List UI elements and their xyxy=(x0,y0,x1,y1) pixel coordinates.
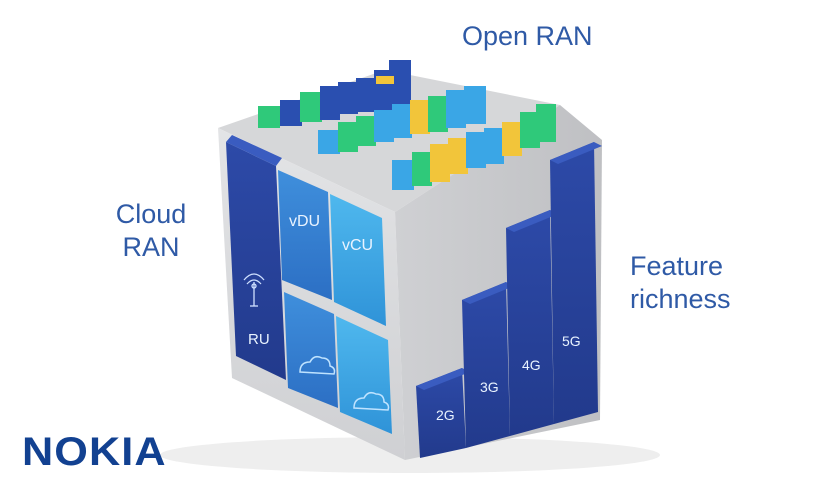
open-ran-block xyxy=(428,96,448,132)
feature-richness-line2: richness xyxy=(630,284,731,314)
open-ran-block xyxy=(338,82,358,114)
open-ran-blocks xyxy=(258,60,556,190)
open-ran-block xyxy=(502,122,522,156)
vcu-block xyxy=(330,194,386,326)
open-ran-block xyxy=(374,110,394,142)
feature-richness-label: Feature richness xyxy=(630,250,731,316)
open-ran-block xyxy=(356,116,376,146)
cloud-ran-label: Cloud RAN xyxy=(112,198,190,264)
cloud-ran-line2: RAN xyxy=(122,232,180,262)
cloud-icon xyxy=(353,391,390,411)
lower-cloud-block-1 xyxy=(284,292,338,408)
open-ran-block xyxy=(464,86,486,124)
open-ran-block xyxy=(484,128,504,164)
open-ran-block xyxy=(320,86,340,120)
open-ran-block xyxy=(520,112,540,148)
label-3g: 3G xyxy=(480,379,499,395)
open-ran-block xyxy=(392,160,414,190)
feature-richness-bars: 2G 3G 4G 5G xyxy=(416,142,602,458)
open-ran-block xyxy=(280,100,302,126)
open-ran-block xyxy=(412,152,432,186)
open-ran-block xyxy=(338,122,358,152)
vcu-label: vCU xyxy=(342,237,373,254)
open-ran-block xyxy=(446,90,466,128)
open-ran-block xyxy=(356,78,376,112)
ru-column xyxy=(226,142,286,380)
label-4g: 4G xyxy=(522,357,541,373)
vdu-label: vDU xyxy=(289,213,320,230)
label-5g: 5G xyxy=(562,333,581,349)
label-2g: 2G xyxy=(436,407,455,423)
open-ran-block xyxy=(466,132,486,168)
cloud-icon xyxy=(299,355,336,375)
feature-richness-line1: Feature xyxy=(630,251,724,281)
cloud-ran-line1: Cloud xyxy=(115,199,187,229)
open-ran-block xyxy=(318,130,340,154)
open-ran-block xyxy=(448,138,468,174)
bar-3g xyxy=(462,282,510,448)
open-ran-block xyxy=(258,106,280,128)
bar-2g xyxy=(416,368,466,458)
vdu-block xyxy=(278,170,332,300)
open-ran-block xyxy=(410,100,430,134)
open-ran-block xyxy=(300,92,322,122)
nokia-logo: NOKIA xyxy=(22,430,167,474)
cloud-ran-blocks: vDU vCU RU xyxy=(226,135,392,434)
open-ran-block xyxy=(392,104,412,138)
open-ran-block xyxy=(536,104,556,142)
open-ran-block xyxy=(376,76,394,84)
bar-5g xyxy=(550,142,598,424)
bar-4g xyxy=(506,210,554,436)
open-ran-label: Open RAN xyxy=(462,21,593,51)
open-ran-block xyxy=(389,60,411,106)
ru-label: RU xyxy=(248,331,270,348)
open-ran-block xyxy=(430,144,450,182)
antenna-icon xyxy=(243,273,265,307)
lower-cloud-block-2 xyxy=(336,316,392,434)
